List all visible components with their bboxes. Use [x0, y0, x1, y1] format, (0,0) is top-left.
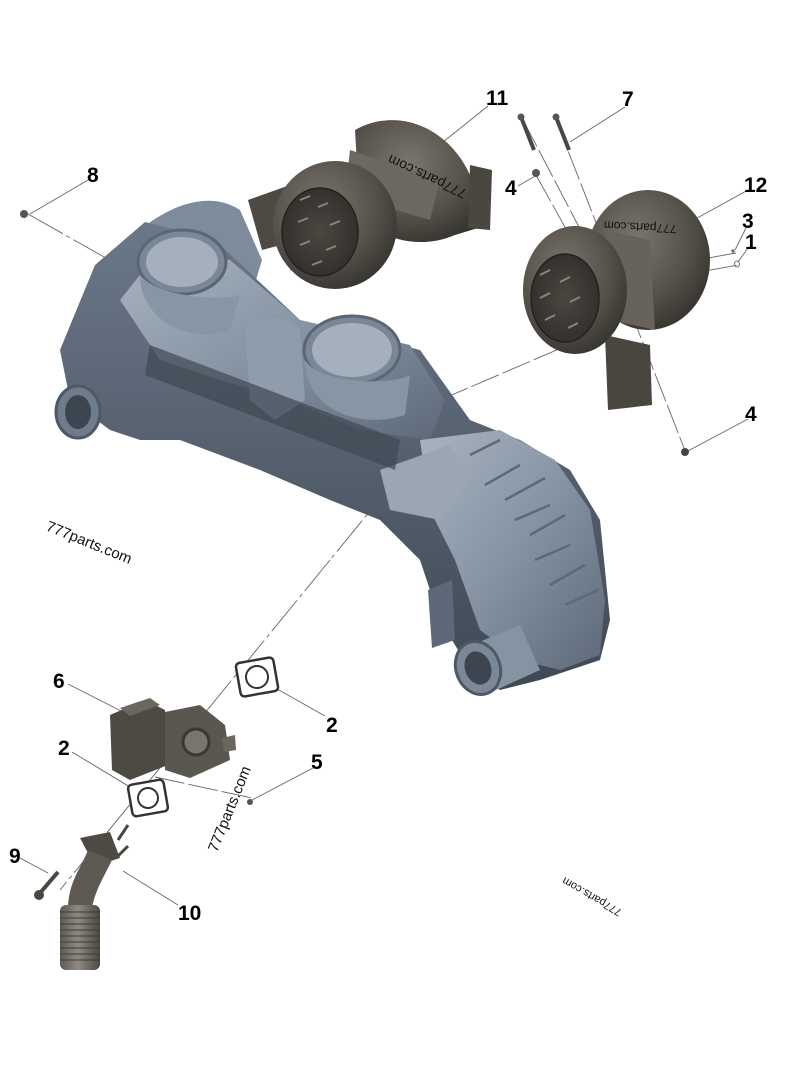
gasket-upper [234, 656, 280, 698]
callout-10: 10 [178, 902, 202, 925]
callout-3: 3 [742, 210, 754, 233]
turbocharger-11 [248, 120, 492, 289]
callout-7: 7 [622, 88, 634, 111]
callout-2-lower: 2 [58, 737, 70, 760]
hardware [20, 113, 740, 900]
callout-9: 9 [9, 845, 21, 868]
callout-4-lower: 4 [745, 403, 757, 426]
callout-1: 1 [745, 231, 757, 254]
callout-5: 5 [311, 751, 323, 774]
gasket-lower [126, 778, 170, 818]
callout-2-upper: 2 [326, 714, 338, 737]
turbocharger-12 [523, 190, 710, 410]
exhaust-elbow-10 [60, 824, 130, 970]
callout-8: 8 [87, 164, 99, 187]
callout-4-upper: 4 [505, 177, 517, 200]
exhaust-manifold [54, 200, 610, 696]
callout-11: 11 [486, 87, 509, 110]
callout-6: 6 [53, 670, 65, 693]
callout-12: 12 [744, 174, 768, 197]
valve-assembly-6 [110, 698, 236, 780]
